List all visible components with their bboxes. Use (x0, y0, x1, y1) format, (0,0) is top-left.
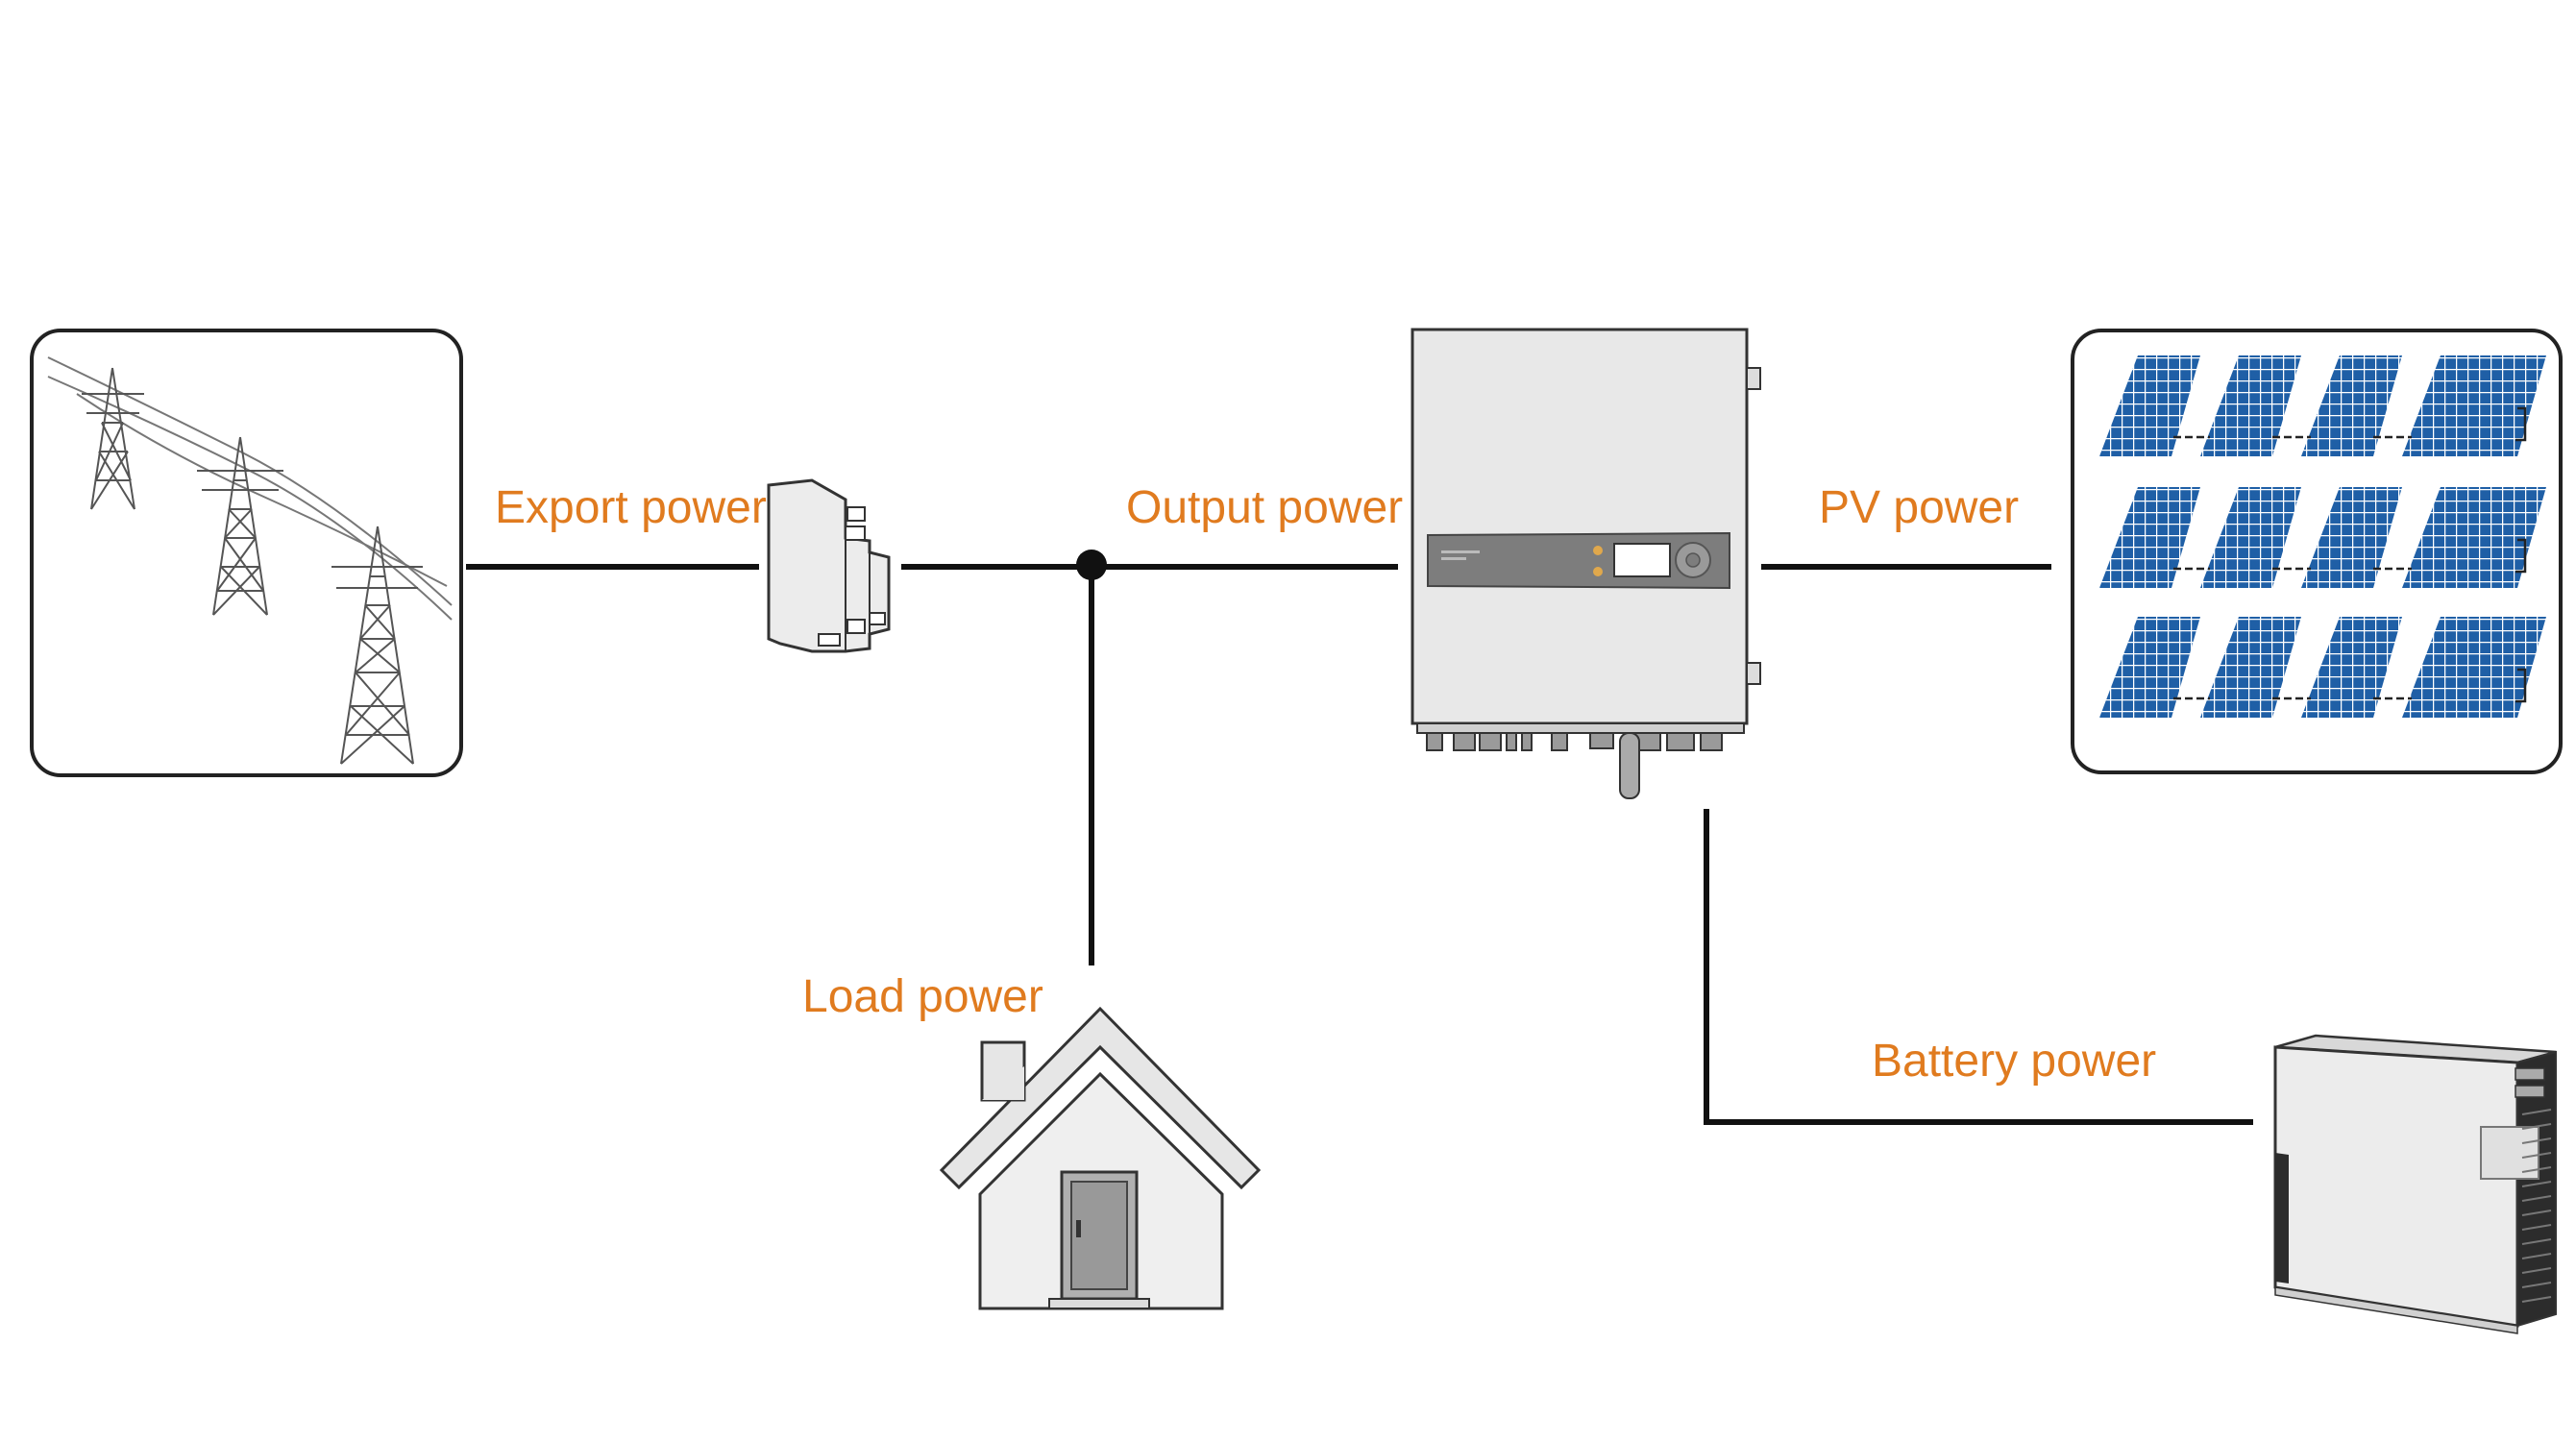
pv-power-label: PV power (1819, 482, 2019, 533)
house-icon (939, 1006, 1262, 1310)
junction-node (1076, 550, 1107, 580)
hybrid-inverter-icon (1411, 328, 1761, 799)
inverter-to-battery-line (1704, 809, 2253, 1125)
export-power-label: Export power (495, 482, 767, 533)
connection-lines (466, 550, 2253, 1125)
load-power-label: Load power (802, 971, 1043, 1022)
power-grid-towers-icon (30, 329, 463, 777)
energy-meter-icon (767, 478, 891, 653)
battery-power-label: Battery power (1872, 1036, 2156, 1087)
flow-labels: Export power Output power PV power Load … (495, 482, 2156, 1087)
solar-panel-array-icon (2071, 329, 2563, 774)
output-power-label: Output power (1126, 482, 1403, 533)
battery-pack-icon (2273, 1034, 2557, 1334)
